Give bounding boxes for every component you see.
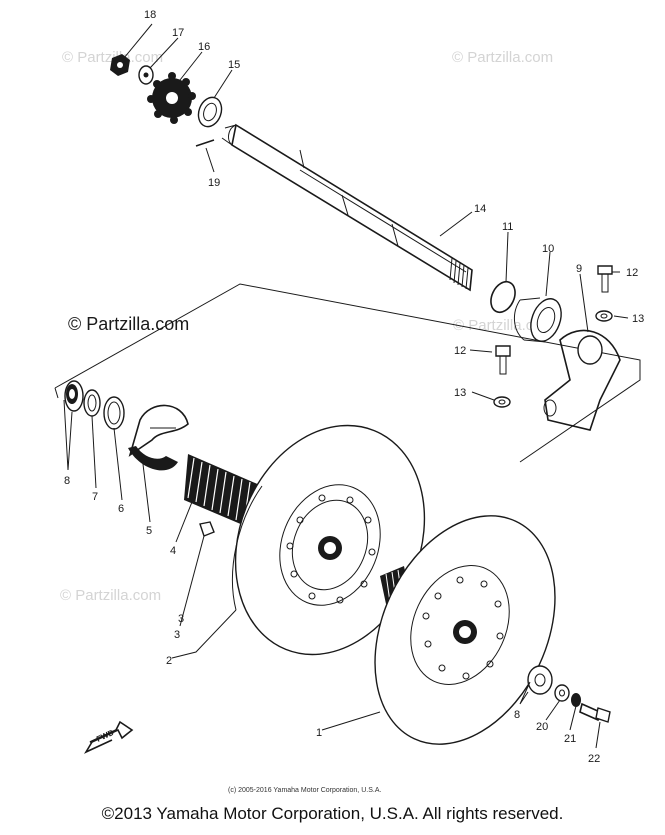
sliding-sheave — [374, 515, 556, 745]
bearing-ring — [197, 96, 223, 128]
diagram-caption: (c) 2005-2016 Yamaha Motor Corporation, … — [228, 787, 381, 794]
callout-2: 2 — [166, 655, 172, 667]
watermark: © Partzilla.com — [62, 49, 163, 66]
callout-22: 22 — [588, 753, 600, 765]
callout-9: 9 — [576, 263, 582, 275]
callout-3: 3 — [178, 613, 184, 625]
callout-17: 17 — [172, 27, 184, 39]
nut — [110, 54, 130, 76]
callout-1: 1 — [316, 727, 322, 739]
washer — [138, 65, 154, 85]
callout-13: 13 — [454, 387, 466, 399]
copyright-notice: ©2013 Yamaha Motor Corporation, U.S.A. A… — [101, 804, 564, 823]
circlip — [490, 280, 516, 314]
callout-11: 11 — [502, 221, 513, 233]
washer — [595, 310, 613, 322]
watermark: © Partzilla.com — [452, 49, 553, 66]
assembly-guide-lines — [54, 283, 641, 463]
ring — [83, 389, 101, 417]
callout-14: 14 — [474, 203, 486, 215]
direction-label: FWD — [95, 728, 116, 744]
pin — [199, 521, 215, 537]
leader-lines — [63, 23, 629, 749]
bearing — [514, 297, 562, 343]
callout-3: 3 — [174, 629, 180, 641]
callout-7: 7 — [92, 491, 98, 503]
callout-13: 13 — [632, 313, 644, 325]
shaft — [221, 123, 473, 292]
watermark: © Partzilla.com — [60, 587, 161, 604]
callout-15: 15 — [228, 59, 240, 71]
callout-21: 21 — [564, 733, 576, 745]
spacer — [64, 380, 84, 412]
fixed-sheave — [231, 424, 426, 656]
callout-8: 8 — [514, 709, 520, 721]
callout-18: 18 — [144, 9, 156, 21]
callout-16: 16 — [198, 41, 210, 53]
callout-4: 4 — [170, 545, 176, 557]
callout-12: 12 — [626, 267, 638, 279]
ring — [103, 396, 125, 430]
spacer — [527, 665, 553, 695]
bolt — [495, 345, 511, 375]
callout-5: 5 — [146, 525, 152, 537]
bracket — [543, 329, 621, 431]
forward-arrow: FWD — [83, 720, 134, 754]
cam — [128, 404, 189, 471]
callout-12: 12 — [454, 345, 466, 357]
callout-20: 20 — [536, 721, 548, 733]
watermark-main: © Partzilla.com — [68, 314, 189, 334]
callout-8: 8 — [64, 475, 70, 487]
callout-10: 10 — [542, 243, 554, 255]
washer — [554, 684, 570, 702]
washer — [493, 396, 511, 408]
lock-washer — [571, 693, 581, 707]
callout-19: 19 — [208, 177, 220, 189]
key — [195, 139, 215, 147]
bolt — [579, 702, 611, 723]
bolt — [597, 265, 613, 293]
sprocket — [147, 72, 196, 124]
callout-6: 6 — [118, 503, 124, 515]
